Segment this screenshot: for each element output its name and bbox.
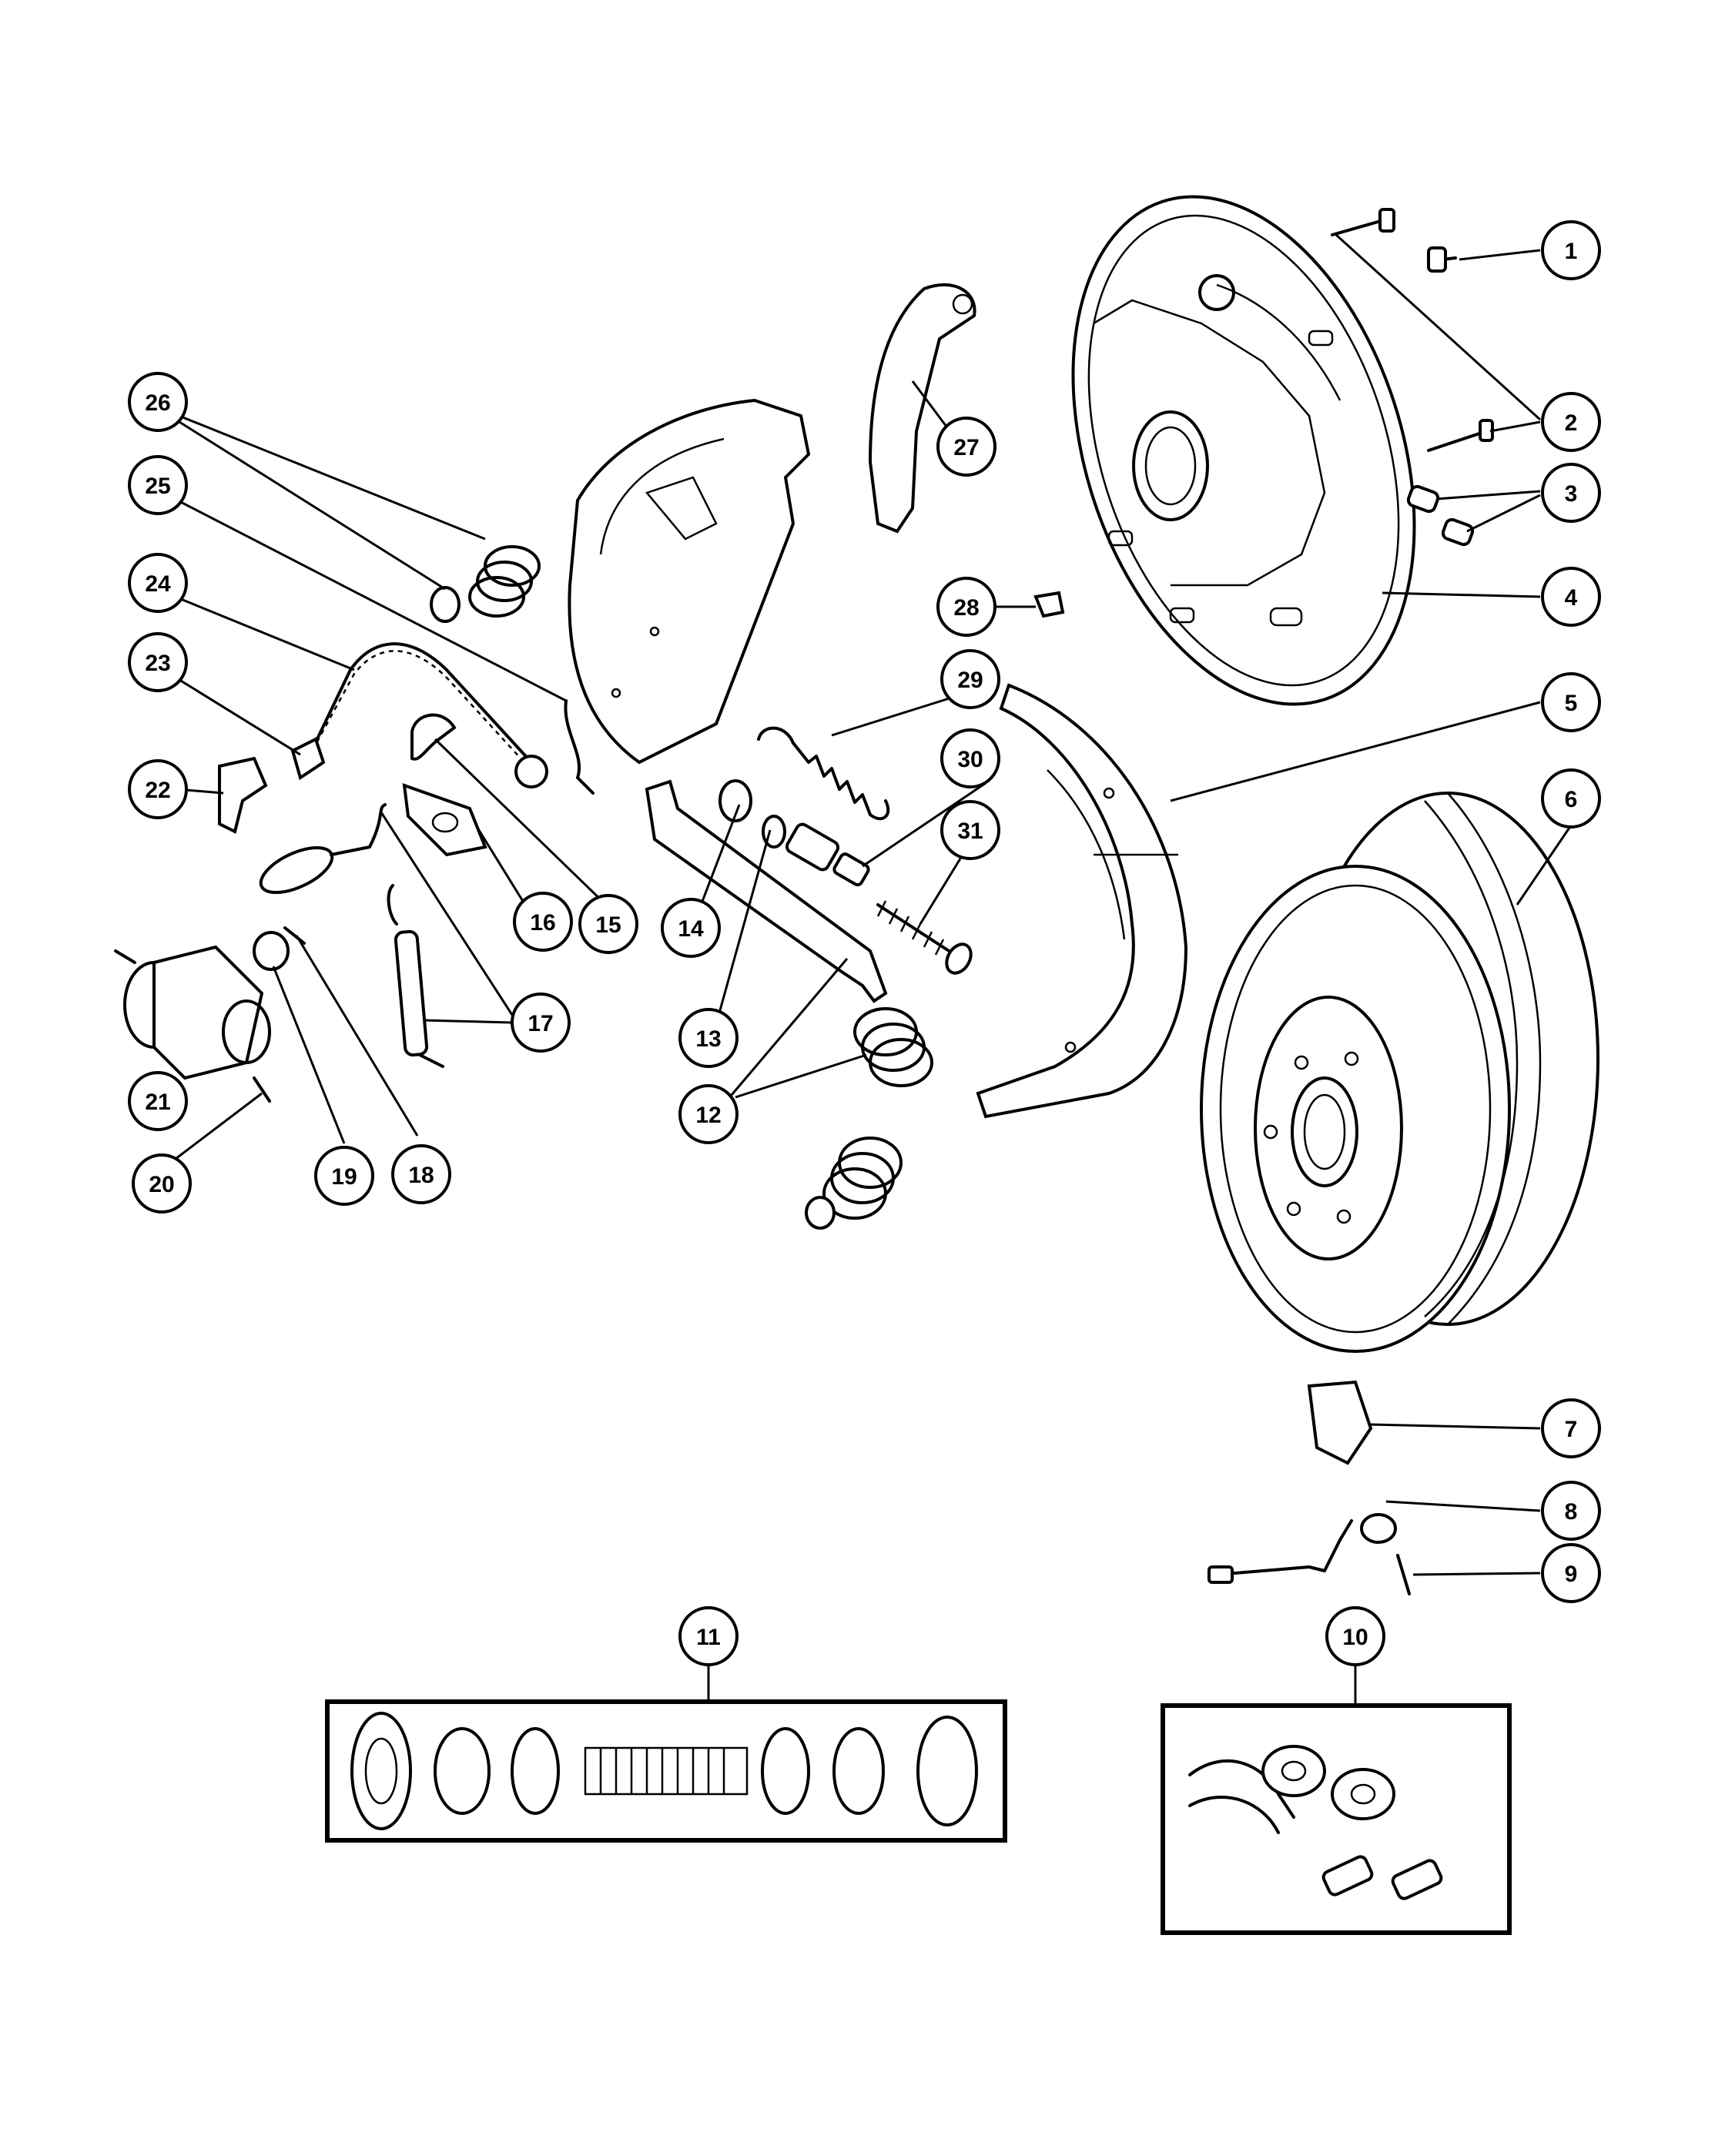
svg-text:1: 1 xyxy=(1565,239,1578,264)
callout-23: 23 xyxy=(128,632,188,692)
wheel-cylinder xyxy=(114,945,271,1080)
callout-17: 17 xyxy=(511,993,571,1053)
callout-9: 9 xyxy=(1541,1543,1601,1603)
callout-20: 20 xyxy=(132,1153,192,1214)
callout-29: 29 xyxy=(940,649,1000,709)
callout-3: 3 xyxy=(1541,463,1601,523)
callout-19: 19 xyxy=(314,1146,374,1206)
spring-17-upper xyxy=(259,803,387,895)
plate-15 xyxy=(410,713,457,761)
svg-text:16: 16 xyxy=(530,910,555,936)
brake-shoe-left xyxy=(568,398,811,765)
svg-text:17: 17 xyxy=(528,1011,553,1036)
clip-28 xyxy=(1033,591,1065,618)
svg-text:2: 2 xyxy=(1565,410,1578,436)
svg-text:9: 9 xyxy=(1565,1562,1578,1587)
callout-22: 22 xyxy=(128,759,188,819)
callout-13: 13 xyxy=(678,1008,739,1068)
callout-21: 21 xyxy=(128,1071,188,1131)
svg-text:10: 10 xyxy=(1342,1625,1368,1650)
callout-24: 24 xyxy=(128,553,188,613)
callout-8: 8 xyxy=(1541,1481,1601,1541)
bolt-2 xyxy=(1427,419,1494,452)
brake-tube xyxy=(1208,1565,1326,1584)
svg-text:12: 12 xyxy=(695,1103,721,1128)
callout-1: 1 xyxy=(1541,220,1601,280)
svg-text:25: 25 xyxy=(145,474,170,499)
kit-box-10 xyxy=(1161,1703,1512,1935)
callout-11: 11 xyxy=(678,1606,739,1666)
callout-18: 18 xyxy=(391,1144,451,1204)
callout-4: 4 xyxy=(1541,567,1601,627)
return-spring-29 xyxy=(757,726,890,821)
plug-3 xyxy=(1406,484,1475,547)
holddown-spring-lower xyxy=(805,1137,903,1230)
link-23 xyxy=(290,737,326,781)
adjuster-lever xyxy=(645,779,888,1003)
bolt-1 xyxy=(1331,208,1457,273)
kit-box-11 xyxy=(325,1699,1007,1843)
clip-25 xyxy=(564,699,595,795)
svg-text:20: 20 xyxy=(149,1172,174,1197)
svg-text:22: 22 xyxy=(145,778,170,803)
callout-15: 15 xyxy=(578,894,638,954)
svg-text:8: 8 xyxy=(1565,1499,1578,1525)
callout-25: 25 xyxy=(128,455,188,515)
callout-27: 27 xyxy=(936,417,996,477)
leader-lines xyxy=(172,233,1573,1706)
callout-10: 10 xyxy=(1325,1606,1385,1666)
bracket-22 xyxy=(218,756,268,834)
callout-30: 30 xyxy=(940,728,1000,788)
callout-5: 5 xyxy=(1541,672,1601,732)
cable-24 xyxy=(303,642,548,788)
adjuster-thread-31 xyxy=(876,900,973,975)
bleeder-20 xyxy=(253,1076,271,1103)
svg-text:19: 19 xyxy=(331,1164,357,1190)
adjuster-screw-30 xyxy=(785,822,870,887)
holddown-spring-upper xyxy=(853,1007,933,1087)
callout-26: 26 xyxy=(128,372,188,432)
callout-28: 28 xyxy=(936,577,996,637)
callout-12: 12 xyxy=(678,1084,739,1144)
brake-shoe-right xyxy=(976,683,1188,1119)
callout-14: 14 xyxy=(661,898,721,958)
svg-text:26: 26 xyxy=(145,390,170,416)
svg-text:4: 4 xyxy=(1565,585,1578,611)
svg-text:23: 23 xyxy=(145,651,170,676)
washer-13-14 xyxy=(718,779,786,849)
svg-text:11: 11 xyxy=(696,1625,721,1650)
svg-text:24: 24 xyxy=(145,571,171,597)
callout-31: 31 xyxy=(940,800,1000,860)
svg-text:31: 31 xyxy=(957,819,983,844)
svg-text:21: 21 xyxy=(145,1090,170,1115)
svg-text:7: 7 xyxy=(1565,1417,1578,1442)
valve-8 xyxy=(1323,1513,1397,1572)
svg-text:3: 3 xyxy=(1565,481,1578,507)
svg-text:13: 13 xyxy=(695,1026,721,1052)
brake-drum xyxy=(1200,792,1599,1353)
svg-text:29: 29 xyxy=(957,668,983,693)
holddown-26 xyxy=(430,545,541,623)
piston-18-19 xyxy=(253,926,306,971)
svg-text:18: 18 xyxy=(408,1163,434,1188)
svg-text:30: 30 xyxy=(957,747,983,772)
parking-lever xyxy=(868,283,976,534)
backing-plate xyxy=(1071,195,1416,706)
svg-text:6: 6 xyxy=(1565,787,1578,812)
callout-6: 6 xyxy=(1541,768,1601,829)
callout-2: 2 xyxy=(1541,392,1601,452)
svg-text:27: 27 xyxy=(953,435,979,460)
svg-text:15: 15 xyxy=(595,912,621,938)
svg-text:5: 5 xyxy=(1565,691,1578,716)
callout-16: 16 xyxy=(513,892,573,952)
bolt-9 xyxy=(1396,1554,1411,1595)
callout-7: 7 xyxy=(1541,1398,1601,1458)
spring-17-lower xyxy=(387,884,444,1068)
svg-text:14: 14 xyxy=(678,916,704,942)
plate-16 xyxy=(402,783,487,857)
svg-text:28: 28 xyxy=(953,595,979,621)
bracket-7 xyxy=(1307,1380,1373,1465)
